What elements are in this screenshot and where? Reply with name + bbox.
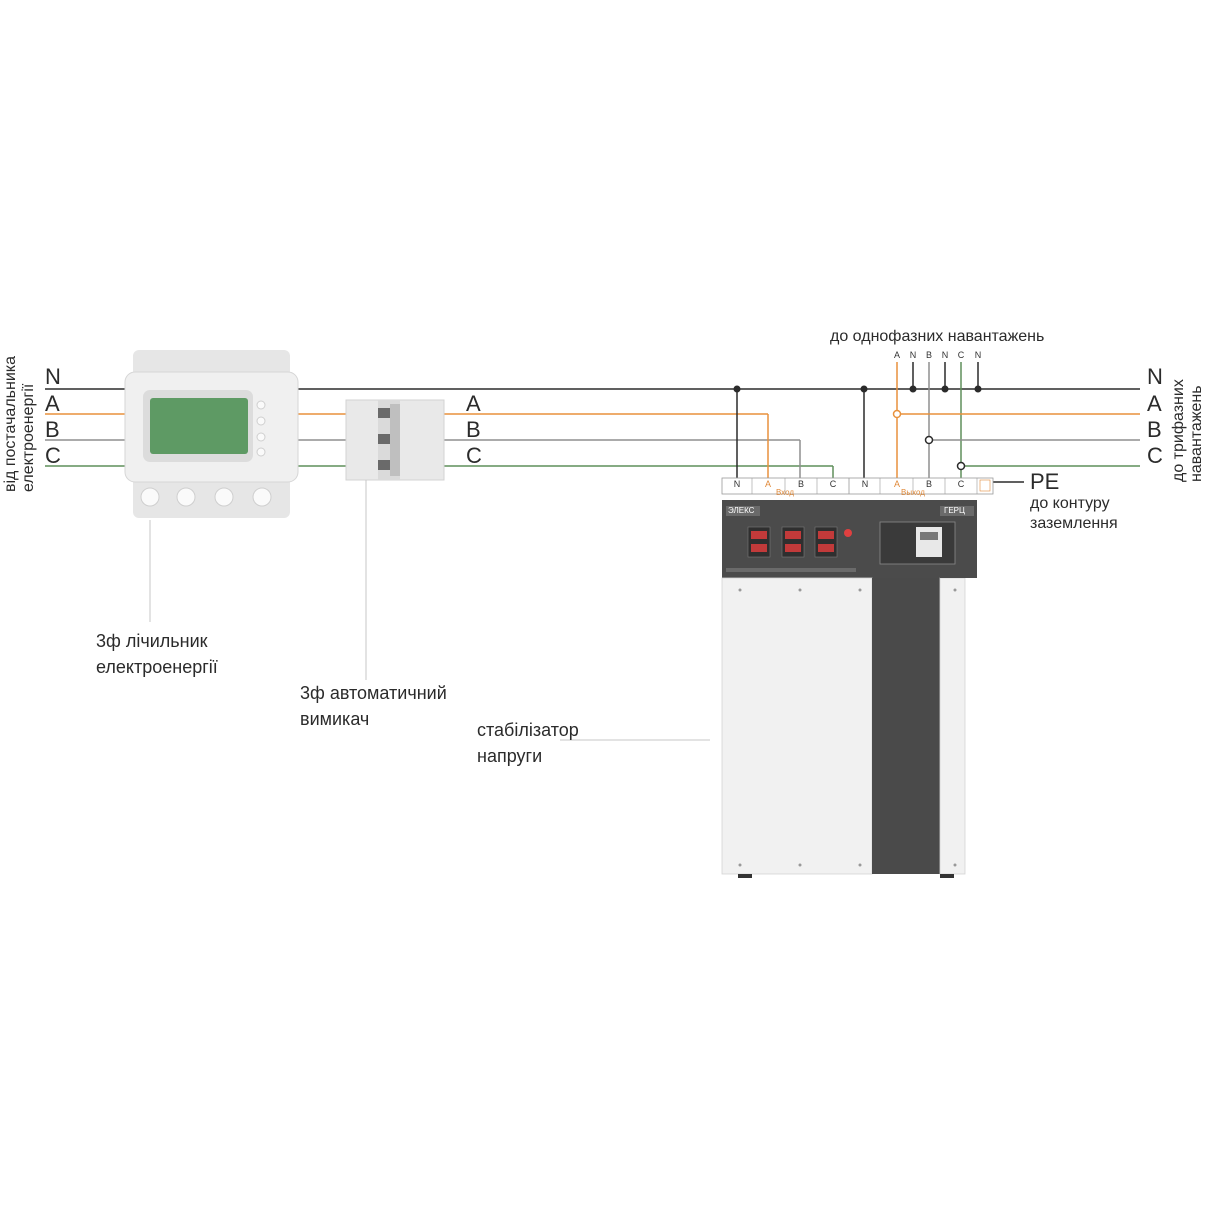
junction-dot <box>892 409 902 419</box>
energy-meter <box>124 350 299 622</box>
label-n-right: N <box>1147 364 1163 389</box>
in-terminal-n: N <box>733 479 741 489</box>
in-terminal-a: A <box>764 479 771 489</box>
single-terminal-n3: N <box>974 350 982 360</box>
junction-dot <box>924 435 934 445</box>
single-terminal-c: C <box>957 350 965 360</box>
pe-label: PE <box>1030 469 1060 494</box>
meter-caption-line2: електроенергії <box>96 657 218 677</box>
input-group-label: Вход <box>775 488 795 497</box>
breaker-caption: 3ф автоматичний вимикач <box>300 680 447 732</box>
junction-dot <box>956 461 966 471</box>
out-terminal-n: N <box>861 479 869 489</box>
breaker-caption-line1: 3ф автоматичний <box>300 683 447 703</box>
label-c-right: C <box>1147 443 1163 468</box>
in-terminal-b: B <box>797 479 804 489</box>
junction-dot <box>974 385 982 393</box>
meter-caption: 3ф лічильник електроенергії <box>96 628 218 680</box>
terminal-block <box>721 477 994 495</box>
junction-dot <box>733 385 741 393</box>
label-b-mid: B <box>466 417 481 442</box>
three-phase-load-line1: до трифазних <box>1170 379 1187 482</box>
single-terminal-a: A <box>893 350 900 360</box>
ground-label-line1: до контуру <box>1030 495 1110 512</box>
source-label: від постачальника електроенергії <box>2 356 38 492</box>
stabilizer-caption: стабілізатор напруги <box>477 717 579 769</box>
breaker-caption-line2: вимикач <box>300 709 370 729</box>
label-c-left: C <box>45 443 61 468</box>
single-terminal-b: B <box>925 350 932 360</box>
voltage-stabilizer <box>721 500 977 878</box>
single-terminal-n1: N <box>909 350 917 360</box>
device-brand: ЭЛЕКС <box>728 506 755 515</box>
label-b-left: B <box>45 417 60 442</box>
single-phase-label: до однофазних навантажень <box>830 328 1045 345</box>
output-group-label: Выход <box>901 488 925 497</box>
label-b-right: B <box>1147 417 1162 442</box>
single-terminal-n2: N <box>941 350 949 360</box>
label-a-left: A <box>45 391 60 416</box>
meter-display <box>150 398 248 454</box>
stabilizer-caption-line2: напруги <box>477 746 543 766</box>
out-terminal-a: A <box>893 479 900 489</box>
circuit-breaker <box>345 399 445 680</box>
device-model: ГЕРЦ <box>944 506 965 515</box>
source-label-line1: від постачальника <box>2 355 19 492</box>
stabilizer-caption-line1: стабілізатор <box>477 720 579 740</box>
three-phase-load-label: до трифазних навантажень <box>1170 379 1206 482</box>
model-plate <box>940 506 974 516</box>
junction-dot <box>941 385 949 393</box>
three-phase-load-line2: навантажень <box>1188 385 1205 482</box>
label-a-mid: A <box>466 391 481 416</box>
junction-dot <box>860 385 868 393</box>
label-a-right: A <box>1147 391 1162 416</box>
label-n-left: N <box>45 364 61 389</box>
ground-label-line2: заземлення <box>1030 515 1118 532</box>
in-terminal-c: C <box>829 479 837 489</box>
out-terminal-b: B <box>925 479 932 489</box>
brand-plate <box>726 506 760 516</box>
meter-caption-line1: 3ф лічильник <box>96 631 208 651</box>
label-c-mid: C <box>466 443 482 468</box>
source-label-line2: електроенергії <box>20 383 37 492</box>
ground-label: до контуру заземлення <box>1030 494 1118 534</box>
junction-dot <box>909 385 917 393</box>
out-terminal-c: C <box>957 479 965 489</box>
